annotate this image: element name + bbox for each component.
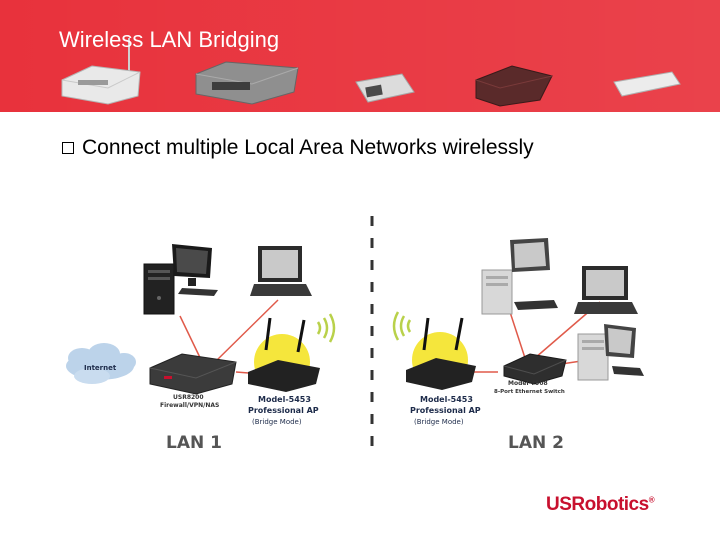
lan2-laptop-icon [574, 266, 638, 314]
lan2-desktop-computer-icon [482, 238, 558, 314]
lan2-label: LAN 2 [508, 433, 564, 453]
lan2-desktop-computer-2-icon [578, 324, 644, 380]
lan1-laptop-icon [250, 246, 312, 296]
internet-label: Internet [84, 364, 117, 372]
logo-registered-mark: ® [649, 496, 654, 505]
lan2-switch-desc: 8-Port Ethernet Switch [494, 389, 565, 395]
lan1-router-model: USR8200 [173, 394, 204, 401]
lan1-access-point-icon [248, 318, 320, 392]
lan1-router-icon [150, 354, 236, 394]
lan2-ap-mode: (Bridge Mode) [414, 418, 464, 426]
lan1-router-desc: Firewall/VPN/NAS [160, 402, 219, 409]
lan1-ap-mode: (Bridge Mode) [252, 418, 302, 426]
lan2-wireless-signal-icon [394, 312, 410, 340]
lan1-wireless-signal-icon [318, 314, 334, 342]
lan1-ap-model: Model-5453 [258, 395, 311, 404]
lan1-ap-desc: Professional AP [248, 406, 319, 415]
lan2-access-point-icon [406, 318, 476, 390]
lan2-switch-model: Model-7908 [508, 380, 548, 387]
lan2-ap-desc: Professional AP [410, 406, 481, 415]
usrobotics-logo: USRobotics® [546, 494, 654, 516]
lan2-ap-model: Model-5453 [420, 395, 473, 404]
logo-part-us: US [546, 494, 571, 515]
lan1-label: LAN 1 [166, 433, 222, 453]
lan1-desktop-computer-icon [144, 244, 218, 314]
logo-part-robotics: Robotics [571, 494, 648, 515]
